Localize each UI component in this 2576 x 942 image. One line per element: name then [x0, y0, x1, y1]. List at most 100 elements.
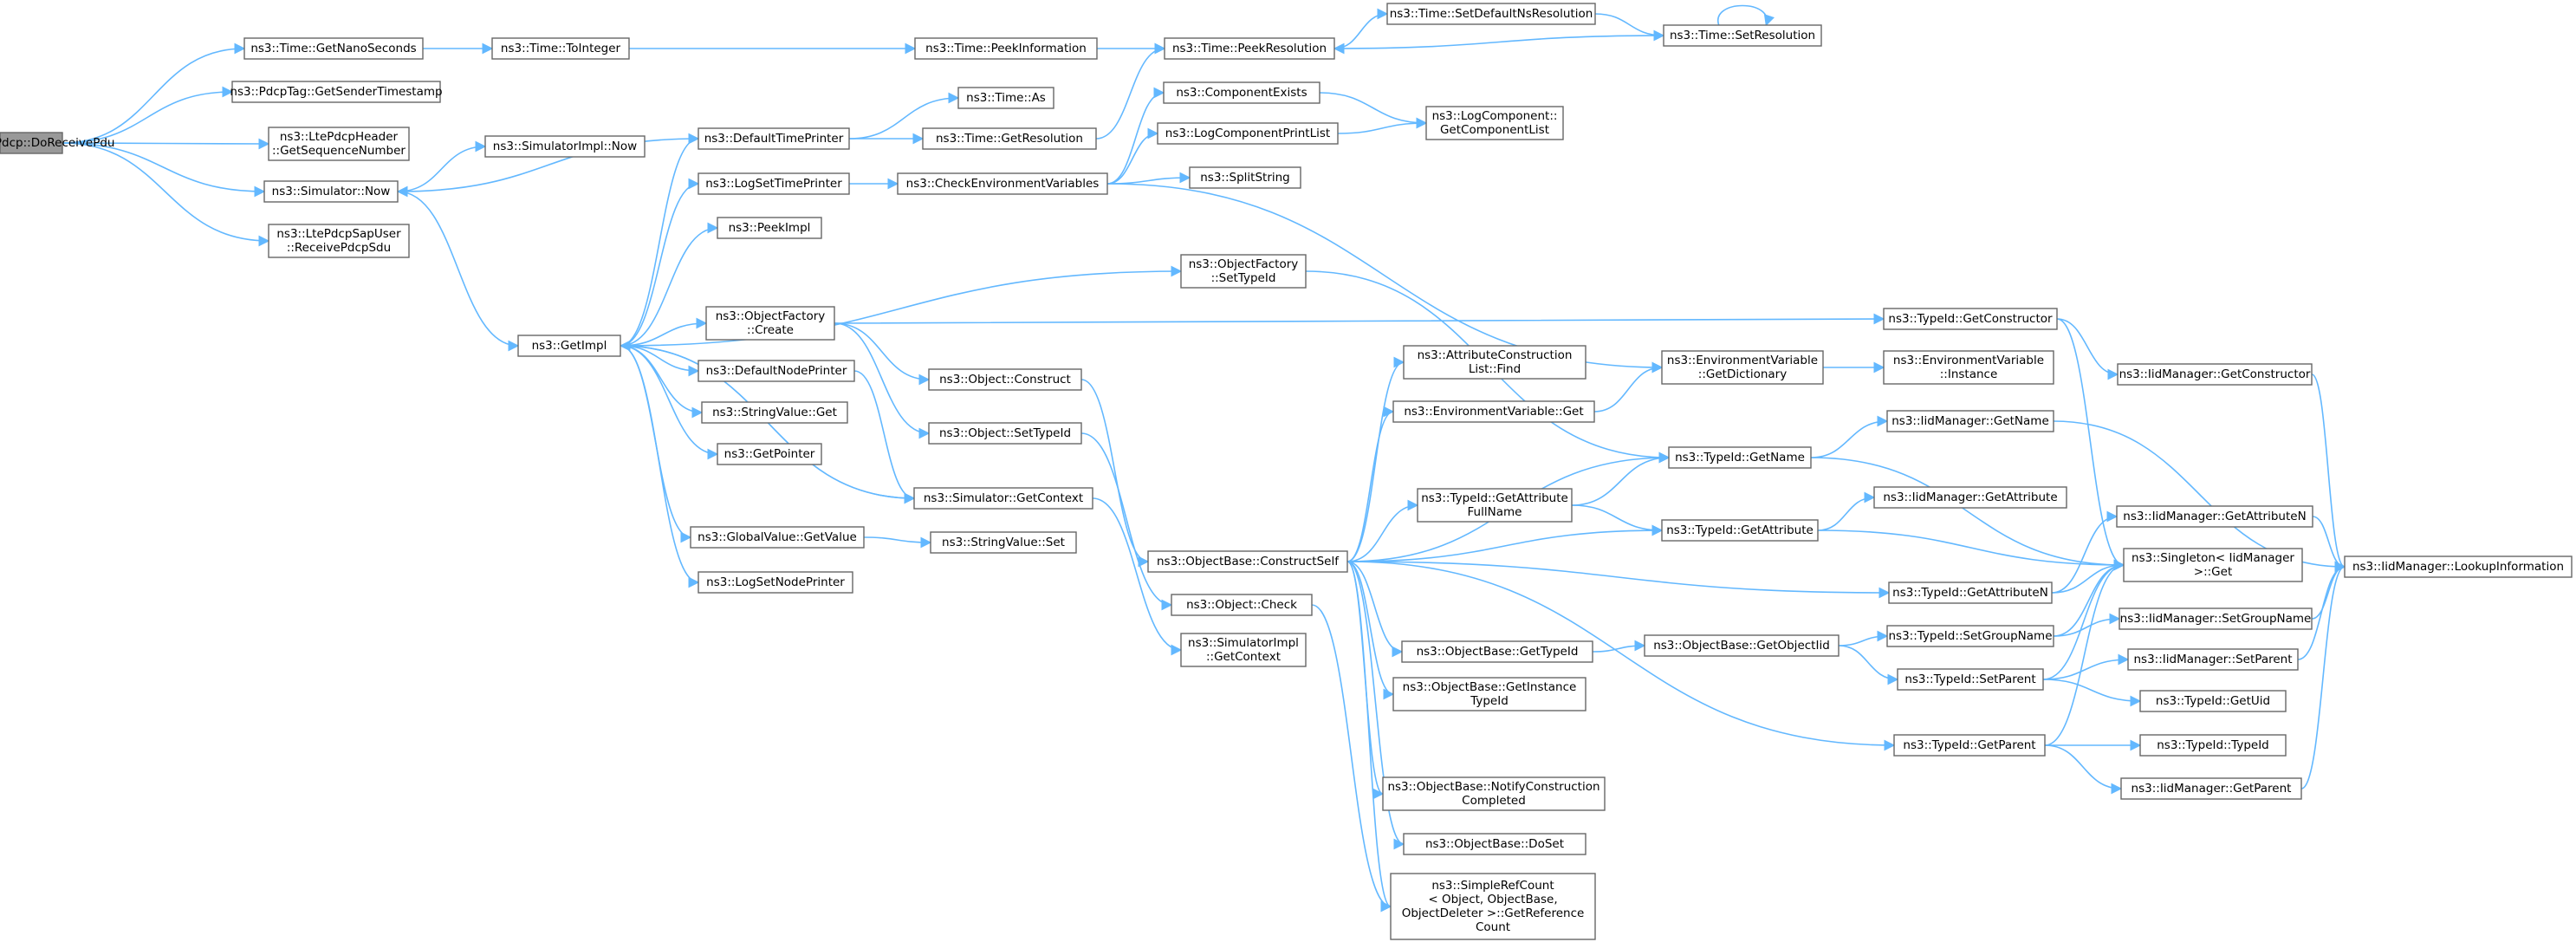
node-construct-self[interactable]: ns3::ObjectBase::ConstructSelf [1147, 550, 1348, 573]
node-lookup-information[interactable]: ns3::IidManager::LookupInformation [2344, 555, 2573, 578]
edge-simulator-now-to-sim-impl-now [397, 140, 487, 192]
edge-construct-self-to-type-id-get-attribute [1346, 524, 1664, 562]
node-simulator-now[interactable]: ns3::Simulator::Now [263, 180, 399, 203]
node-string-value-set[interactable]: ns3::StringValue::Set [930, 531, 1077, 554]
node-object-set-type-id[interactable]: ns3::Object::SetTypeId [928, 422, 1082, 445]
node-label: ns3::Time::SetDefaultNsResolution [1390, 7, 1593, 21]
node-label: ns3::GetImpl [532, 339, 607, 353]
node-label: ns3::CheckEnvironmentVariables [906, 177, 1100, 191]
node-sim-get-context[interactable]: ns3::Simulator::GetContext [913, 487, 1093, 510]
node-label: ns3::TypeId::SetGroupName [1888, 629, 2052, 643]
node-to-integer[interactable]: ns3::Time::ToInteger [491, 37, 630, 60]
edge-type-id-get-attribute-to-singleton-get [1817, 529, 2125, 571]
node-type-id-get-attribute-n[interactable]: ns3::TypeId::GetAttributeN [1888, 581, 2053, 604]
node-box [484, 135, 646, 158]
node-label: ns3::EnvironmentVariable::Get [1404, 405, 1583, 419]
node-env-var-get[interactable]: ns3::EnvironmentVariable::Get [1392, 400, 1595, 423]
edge-get-impl-to-log-set-node-printer [620, 345, 700, 588]
node-set-default-ns-resolution[interactable]: ns3::Time::SetDefaultNsResolution [1386, 3, 1596, 25]
node-peek-information[interactable]: ns3::Time::PeekInformation [914, 37, 1098, 60]
node-label: ::SetTypeId [1211, 271, 1276, 285]
node-iid-mgr-get-attribute-n[interactable]: ns3::IidManager::GetAttributeN [2116, 505, 2313, 528]
node-label: ::GetDictionary [1698, 367, 1787, 381]
node-iid-mgr-get-parent[interactable]: ns3::IidManager::GetParent [2120, 777, 2302, 800]
node-obj-factory-set-type-id[interactable]: ns3::ObjectFactory::SetTypeId [1180, 254, 1307, 289]
node-check-env-vars[interactable]: ns3::CheckEnvironmentVariables [897, 172, 1108, 195]
node-get-sequence-number[interactable]: ns3::LtePdcpHeader::GetSequenceNumber [268, 127, 410, 161]
node-type-id-get-constructor[interactable]: ns3::TypeId::GetConstructor [1883, 308, 2058, 330]
node-iid-mgr-get-name[interactable]: ns3::IidManager::GetName [1886, 410, 2054, 432]
node-type-id-set-group-name[interactable]: ns3::TypeId::SetGroupName [1886, 625, 2054, 647]
node-iid-mgr-set-parent[interactable]: ns3::IidManager::SetParent [2127, 648, 2299, 671]
node-get-pointer[interactable]: ns3::GetPointer [717, 443, 822, 465]
node-notify-construction-completed[interactable]: ns3::ObjectBase::NotifyConstructionCompl… [1382, 776, 1606, 811]
node-obj-base-do-set[interactable]: ns3::ObjectBase::DoSet [1403, 833, 1586, 855]
node-object-check[interactable]: ns3::Object::Check [1171, 594, 1313, 616]
node-label: ns3::PeekImpl [729, 221, 811, 235]
node-root[interactable]: ns3::LtePdcp::DoReceivePdu [0, 132, 114, 154]
node-env-var-get-dictionary[interactable]: ns3::EnvironmentVariable::GetDictionary [1661, 350, 1824, 385]
node-receive-pdcp-sdu[interactable]: ns3::LtePdcpSapUser::ReceivePdcpSdu [268, 224, 410, 258]
node-obj-base-get-type-id[interactable]: ns3::ObjectBase::GetTypeId [1401, 640, 1593, 663]
node-default-node-printer[interactable]: ns3::DefaultNodePrinter [698, 360, 855, 382]
node-sim-impl-get-context[interactable]: ns3::SimulatorImpl::GetContext [1180, 633, 1307, 667]
node-get-component-list[interactable]: ns3::LogComponent::GetComponentList [1425, 106, 1564, 140]
node-time-get-resolution[interactable]: ns3::Time::GetResolution [922, 127, 1097, 150]
node-split-string[interactable]: ns3::SplitString [1189, 166, 1301, 189]
edge-type-id-set-parent-to-type-id-get-uid [2042, 679, 2142, 707]
node-type-id-get-parent[interactable]: ns3::TypeId::GetParent [1893, 734, 2046, 757]
node-singleton-get[interactable]: ns3::Singleton< IidManager>::Get [2123, 548, 2303, 582]
edge-type-id-set-group-name-to-iid-mgr-set-group-name [2053, 613, 2121, 637]
node-iid-mgr-get-attribute[interactable]: ns3::IidManager::GetAttribute [1873, 486, 2067, 509]
edge-obj-base-get-type-id-to-get-object-iid [1592, 640, 1646, 653]
node-type-id-type-id[interactable]: ns3::TypeId::TypeId [2139, 734, 2287, 757]
edge-set-default-ns-resolution-to-set-resolution [1594, 13, 1665, 42]
node-get-object-iid[interactable]: ns3::ObjectBase::GetObjectIid [1644, 634, 1840, 657]
node-peek-resolution[interactable]: ns3::Time::PeekResolution [1164, 37, 1335, 60]
node-env-var-instance[interactable]: ns3::EnvironmentVariable::Instance [1883, 350, 2054, 385]
node-sim-impl-now[interactable]: ns3::SimulatorImpl::Now [484, 135, 646, 158]
node-peek-impl[interactable]: ns3::PeekImpl [717, 217, 822, 239]
node-box [930, 531, 1077, 554]
edge-iid-mgr-get-parent-to-lookup-information [2300, 561, 2346, 789]
node-box [1661, 519, 1819, 542]
node-type-id-get-name[interactable]: ns3::TypeId::GetName [1668, 446, 1812, 469]
node-label: ns3::Object::Construct [939, 373, 1071, 387]
node-object-construct[interactable]: ns3::Object::Construct [928, 368, 1082, 391]
node-box [243, 37, 424, 60]
node-time-as[interactable]: ns3::Time::As [957, 87, 1054, 109]
node-obj-factory-create[interactable]: ns3::ObjectFactory::Create [705, 306, 835, 341]
node-string-value-get[interactable]: ns3::StringValue::Get [701, 401, 848, 424]
node-label: ns3::LogComponentPrintList [1165, 127, 1330, 140]
node-label: ns3::GetPointer [724, 447, 815, 461]
node-get-sender-timestamp[interactable]: ns3::PdcpTag::GetSenderTimestamp [230, 81, 443, 103]
edge-log-component-print-list-to-get-component-list [1337, 117, 1428, 134]
node-global-value-get-value[interactable]: ns3::GlobalValue::GetValue [690, 526, 865, 549]
node-box [0, 132, 63, 154]
node-simple-ref-count[interactable]: ns3::SimpleRefCount< Object, ObjectBase,… [1390, 873, 1596, 940]
node-layer: ns3::LtePdcp::DoReceivePdu ns3::Time::Get… [0, 3, 2573, 940]
edge-simulator-now-to-get-impl [397, 191, 520, 352]
node-box [268, 127, 410, 161]
node-component-exists[interactable]: ns3::ComponentExists [1163, 81, 1320, 104]
node-box [231, 81, 441, 103]
node-log-set-node-printer[interactable]: ns3::LogSetNodePrinter [698, 571, 853, 594]
node-type-id-set-parent[interactable]: ns3::TypeId::SetParent [1897, 668, 2044, 691]
node-set-resolution[interactable]: ns3::Time::SetResolution [1663, 24, 1822, 47]
node-label: ns3::LtePdcpSapUser [276, 227, 401, 241]
node-default-time-printer[interactable]: ns3::DefaultTimePrinter [698, 127, 850, 150]
node-type-id-get-uid[interactable]: ns3::TypeId::GetUid [2139, 690, 2287, 712]
node-type-id-get-attribute[interactable]: ns3::TypeId::GetAttribute [1661, 519, 1819, 542]
node-label: ns3::TypeId::GetUid [2156, 694, 2270, 708]
node-log-component-print-list[interactable]: ns3::LogComponentPrintList [1157, 122, 1339, 145]
node-get-nano-seconds[interactable]: ns3::Time::GetNanoSeconds [243, 37, 424, 60]
node-log-set-time-printer[interactable]: ns3::LogSetTimePrinter [698, 172, 850, 195]
node-get-impl[interactable]: ns3::GetImpl [517, 335, 621, 357]
edge-get-impl-to-obj-factory-set-type-id [620, 265, 1183, 347]
node-box [698, 172, 850, 195]
node-iid-mgr-get-constructor[interactable]: ns3::IidManager::GetConstructor [2117, 363, 2313, 386]
node-iid-mgr-set-group-name[interactable]: ns3::IidManager::SetGroupName [2119, 607, 2313, 630]
